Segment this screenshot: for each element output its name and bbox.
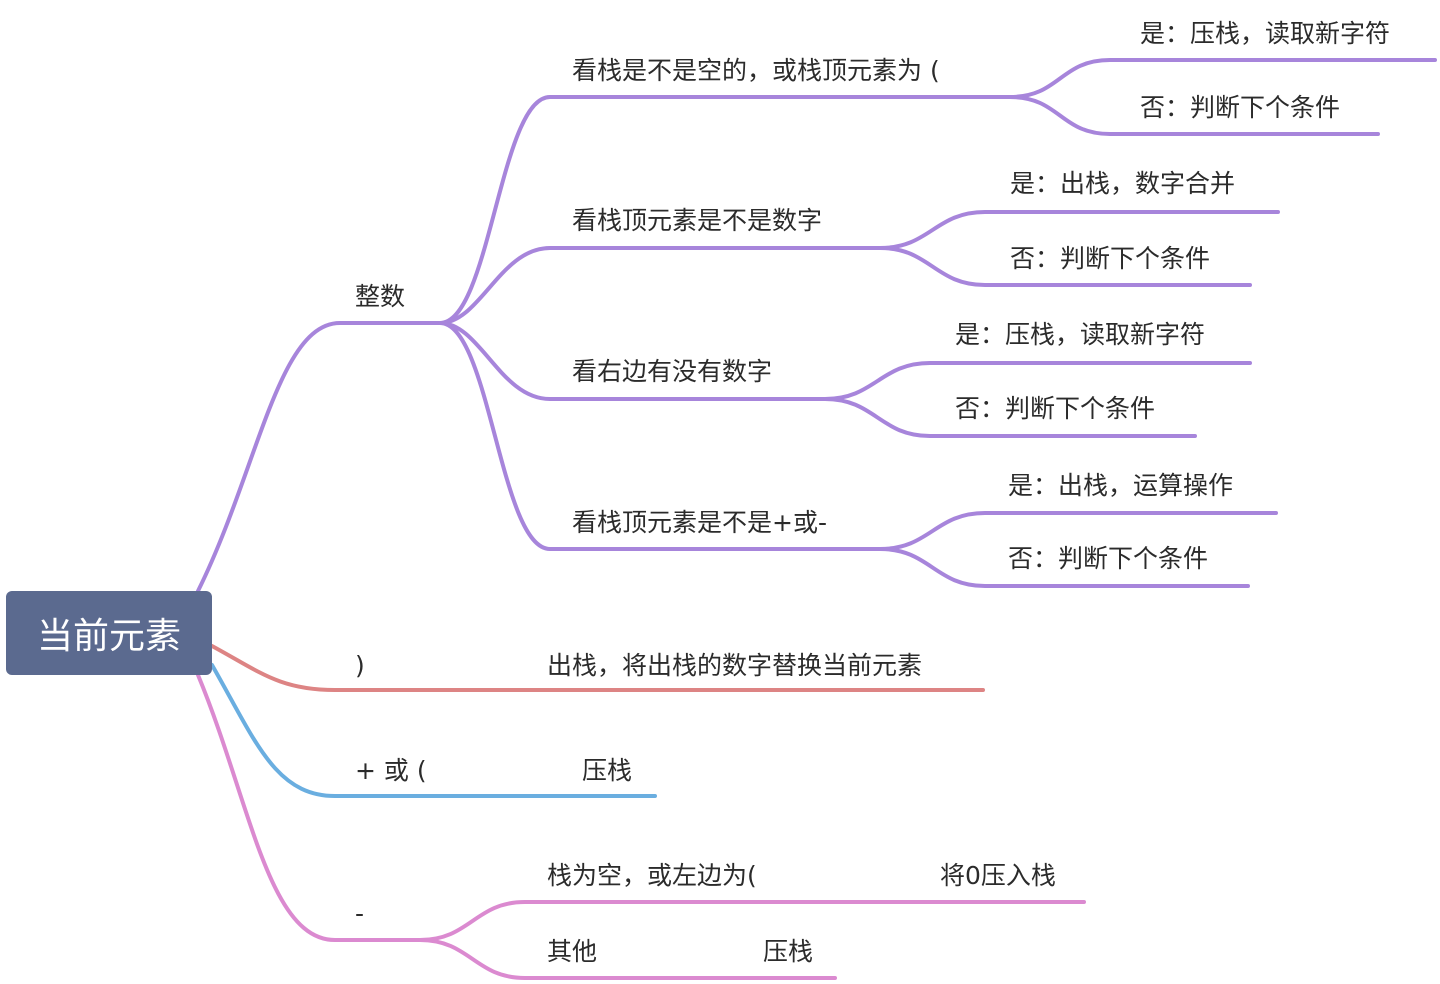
node-check-1-yes[interactable]: 是：压栈，读取新字符 bbox=[1140, 19, 1391, 48]
node-minus-case-2-action[interactable]: 压栈 bbox=[763, 937, 814, 966]
edge-root-plus-open bbox=[210, 663, 657, 798]
edge-check-1-no bbox=[1008, 95, 1380, 136]
node-check-4-no[interactable]: 否：判断下个条件 bbox=[1008, 544, 1209, 573]
node-plus-open[interactable]: + 或 ( bbox=[355, 756, 427, 785]
node-check-2-no[interactable]: 否：判断下个条件 bbox=[1010, 244, 1211, 273]
node-check-3[interactable]: 看右边有没有数字 bbox=[572, 357, 773, 386]
edge-root-minus bbox=[196, 673, 422, 942]
node-check-1[interactable]: 看栈是不是空的，或栈顶元素为 ( bbox=[572, 56, 940, 85]
node-close-paren-action[interactable]: 出栈，将出栈的数字替换当前元素 bbox=[547, 651, 923, 680]
node-minus[interactable]: - bbox=[355, 899, 365, 928]
edge-check-3-no bbox=[823, 397, 1197, 438]
edge-check-2-no bbox=[878, 246, 1252, 287]
node-minus-case-1[interactable]: 栈为空，或左边为( bbox=[547, 861, 757, 890]
root-node[interactable]: 当前元素 bbox=[6, 591, 212, 675]
node-close-paren[interactable]: ) bbox=[355, 651, 365, 680]
node-check-1-no[interactable]: 否：判断下个条件 bbox=[1140, 93, 1341, 122]
edge-integer-check-4 bbox=[438, 321, 882, 551]
node-check-2-yes[interactable]: 是：出栈，数字合并 bbox=[1010, 169, 1236, 198]
root-node-label: 当前元素 bbox=[36, 615, 181, 656]
node-check-3-no[interactable]: 否：判断下个条件 bbox=[955, 394, 1156, 423]
edge-check-4-no bbox=[878, 547, 1250, 588]
node-minus-case-1-action[interactable]: 将0压入栈 bbox=[940, 861, 1056, 890]
node-integer[interactable]: 整数 bbox=[355, 282, 406, 311]
edge-minus-case-2 bbox=[418, 938, 837, 980]
edge-check-4-yes bbox=[878, 511, 1278, 551]
edge-root-integer bbox=[196, 321, 442, 593]
edge-integer-check-3 bbox=[438, 321, 827, 401]
edge-root-close-paren bbox=[210, 644, 985, 692]
node-check-4-yes[interactable]: 是：出栈，运算操作 bbox=[1008, 471, 1234, 500]
edge-check-3-yes bbox=[823, 361, 1252, 401]
edge-integer-check-1 bbox=[438, 95, 1012, 325]
edge-check-1-yes bbox=[1008, 58, 1437, 99]
node-minus-case-2[interactable]: 其他 bbox=[547, 937, 598, 966]
edge-minus-case-1 bbox=[418, 900, 1086, 942]
edge-check-2-yes bbox=[878, 210, 1280, 250]
edge-integer-check-2 bbox=[438, 246, 882, 325]
node-check-4[interactable]: 看栈顶元素是不是+或- bbox=[572, 508, 827, 537]
node-check-3-yes[interactable]: 是：压栈，读取新字符 bbox=[955, 320, 1206, 349]
node-plus-open-action[interactable]: 压栈 bbox=[582, 756, 633, 785]
node-check-2[interactable]: 看栈顶元素是不是数字 bbox=[572, 206, 823, 235]
